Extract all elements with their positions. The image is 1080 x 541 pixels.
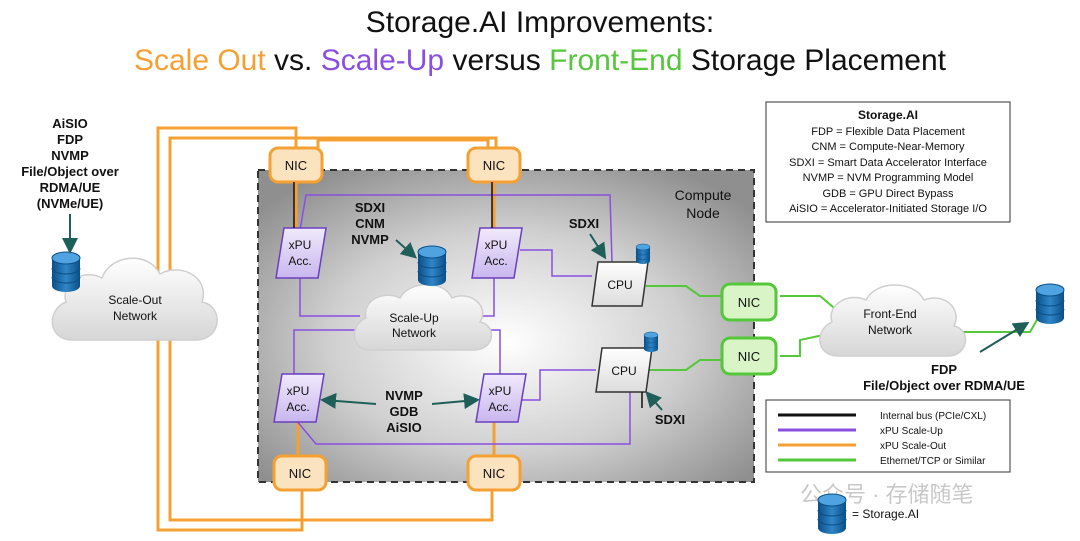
nic-top-right: NIC: [466, 146, 522, 184]
legend-label: Internal bus (PCIe/CXL): [880, 411, 986, 422]
xpu-top-left-label-2: Acc.: [288, 254, 311, 268]
storage-icon-cpu-bottom: [643, 331, 659, 353]
left-annotation-line-3: NVMP: [51, 148, 89, 163]
annot-gdb-line: GDB: [390, 404, 419, 419]
annotation-sdxi-top: SDXI: [569, 216, 607, 260]
storage-legend-icon: [817, 493, 847, 535]
compute-node-label-2: Node: [686, 205, 720, 221]
page-subtitle: Scale Out vs. Scale-Up versus Front-End …: [0, 44, 1080, 78]
xpu-top-right: xPU Acc.: [471, 227, 523, 279]
annot-arrow-right: [431, 393, 480, 410]
nic-green-bottom: NIC: [720, 336, 778, 376]
nic-bottom-right-label: NIC: [483, 466, 505, 481]
annot-nvmp-line-2: NVMP: [385, 388, 423, 403]
storage-icon-front-end: [1035, 283, 1065, 325]
annot-arrow-left: [320, 392, 377, 409]
scale-out-label-2: Network: [113, 309, 158, 323]
glossary-box: Storage.AI FDP = Flexible Data Placement…: [765, 101, 1011, 223]
nic-green-top: NIC: [720, 282, 778, 322]
cpu-bottom: CPU: [595, 347, 653, 393]
internal-bus-links: [293, 182, 643, 408]
subtitle-versus: versus: [444, 44, 550, 77]
left-annotation-line-1: AiSIO: [52, 116, 87, 131]
compute-node-label-1: Compute: [675, 187, 732, 203]
legend-label: xPU Scale-Out: [880, 441, 946, 452]
annotation-sdxi-cnm-nvmp: SDXI CNM NVMP: [351, 200, 417, 259]
left-annotation: AiSIO FDP NVMP File/Object over RDMA/UE …: [21, 116, 119, 254]
annotation-sdxi-bottom: SDXI: [645, 390, 685, 427]
legend-label: Ethernet/TCP or Similar: [880, 456, 986, 467]
storage-icon-cpu-top: [635, 243, 651, 265]
storage-legend-label: = Storage.AI: [852, 507, 919, 521]
compute-node-box: [257, 169, 755, 483]
annotation-nvmp-gdb-aisio: NVMP GDB AiSIO: [320, 388, 480, 435]
scale-out-label-1: Scale-Out: [108, 293, 162, 307]
left-annotation-line-4: File/Object over: [21, 164, 119, 179]
xpu-top-right-label-2: Acc.: [484, 254, 507, 268]
xpu-bottom-right: xPU Acc.: [475, 373, 527, 423]
annotation-fdp: FDP File/Object over RDMA/UE: [863, 321, 1030, 393]
nic-green-top-label: NIC: [738, 295, 760, 310]
subtitle-front-end: Front-End: [549, 44, 683, 77]
nic-bottom-right: NIC: [466, 454, 522, 492]
annot-cnm-line: CNM: [355, 216, 385, 231]
scale-up-links: [293, 194, 631, 445]
left-annotation-line-5: RDMA/UE: [40, 180, 101, 195]
cpu-top-label: CPU: [607, 278, 632, 292]
xpu-bottom-right-label-1: xPU: [489, 384, 512, 398]
xpu-top-left: xPU Acc.: [275, 227, 327, 279]
xpu-top-left-label-1: xPU: [289, 238, 312, 252]
annot-fdp-arrow: [979, 321, 1030, 353]
xpu-bottom-right-label-2: Acc.: [488, 400, 511, 414]
subtitle-vs: vs.: [265, 44, 321, 77]
xpu-top-right-label-1: xPU: [485, 238, 508, 252]
nic-green-bottom-label: NIC: [738, 349, 760, 364]
annot-sdxi-top-label: SDXI: [569, 216, 599, 231]
glossary-item: NVMP = NVM Programming Model: [803, 172, 974, 184]
left-annotation-line-2: FDP: [57, 132, 83, 147]
left-annotation-line-6: (NVMe/UE): [37, 196, 103, 211]
annot-nvmp-line: NVMP: [351, 232, 389, 247]
annot-fdp-line-2: File/Object over RDMA/UE: [863, 378, 1025, 393]
annot-aisio-line: AiSIO: [386, 420, 421, 435]
xpu-bottom-left-label-1: xPU: [287, 384, 310, 398]
cpu-top: CPU: [591, 261, 649, 307]
storage-icon-left: [51, 251, 81, 293]
front-end-label-2: Network: [868, 323, 913, 337]
glossary-item: AiSIO = Accelerator-Initiated Storage I/…: [789, 203, 987, 215]
cpu-bottom-label: CPU: [611, 364, 636, 378]
scale-out-cloud: Scale-Out Network: [51, 257, 218, 341]
nic-bottom-left-label: NIC: [289, 466, 311, 481]
glossary-item: GDB = GPU Direct Bypass: [822, 188, 954, 200]
front-end-label-1: Front-End: [863, 307, 916, 321]
xpu-bottom-left-label-2: Acc.: [286, 400, 309, 414]
storage-icon-scale-up: [417, 245, 447, 287]
page-title: Storage.AI Improvements:: [365, 6, 715, 39]
annot-fdp-line-1: FDP: [931, 362, 957, 377]
legend-label: xPU Scale-Up: [880, 426, 943, 437]
nic-bottom-left: NIC: [272, 454, 328, 492]
glossary-title: Storage.AI: [858, 108, 918, 122]
annot-sdxi-cnm-nvmp-arrow: [395, 239, 417, 259]
annot-sdxi-bottom-label: SDXI: [655, 412, 685, 427]
nic-top-right-label: NIC: [483, 158, 505, 173]
glossary-item: FDP = Flexible Data Placement: [811, 126, 965, 138]
nic-top-left: NIC: [268, 146, 324, 184]
legend-box: Internal bus (PCIe/CXL) xPU Scale-Up xPU…: [765, 399, 1011, 473]
xpu-bottom-left: xPU Acc.: [273, 373, 325, 423]
scale-up-label-2: Network: [392, 326, 437, 340]
subtitle-scale-up: Scale-Up: [320, 44, 445, 77]
subtitle-scale-out: Scale Out: [133, 44, 266, 77]
front-end-cloud: Front-End Network: [819, 284, 967, 357]
nic-top-left-label: NIC: [285, 158, 307, 173]
scale-up-label-1: Scale-Up: [389, 311, 439, 325]
glossary-item: SDXI = Smart Data Accelerator Interface: [789, 157, 987, 169]
annot-sdxi-top-arrow: [589, 233, 607, 260]
annot-sdxi-bottom-arrow: [645, 390, 663, 411]
subtitle-storage-placement: Storage Placement: [682, 44, 947, 77]
glossary-item: CNM = Compute-Near-Memory: [811, 141, 965, 153]
annot-sdxi-line: SDXI: [355, 200, 385, 215]
